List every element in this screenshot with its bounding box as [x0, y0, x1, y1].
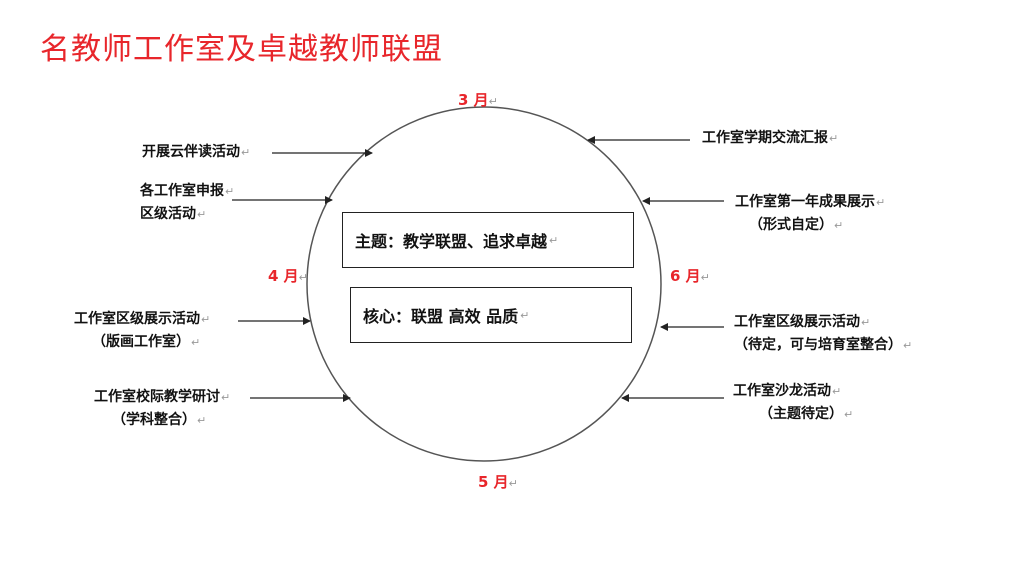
left-activity-2-line1: 各工作室申报: [140, 183, 224, 199]
left-activity-2: 各工作室申报↵ 区级活动↵: [140, 183, 235, 222]
right-activity-2: 工作室第一年成果展示↵ （形式自定）↵: [735, 194, 886, 233]
right-activity-1: 工作室学期交流汇报↵: [702, 130, 839, 146]
left-activity-4-line1: 工作室校际教学研讨: [94, 389, 220, 405]
month-left: 4 月↵: [268, 267, 308, 285]
right-activity-3-line2: （待定，可与培育室整合）: [734, 337, 902, 353]
core-text: 核心：联盟 高效 品质: [363, 307, 519, 326]
left-activity-3-line2: （版画工作室）: [92, 334, 190, 350]
left-activity-1-line1: 开展云伴读活动: [142, 144, 240, 160]
month-bottom: 5 月↵: [478, 473, 518, 491]
right-activity-2-line1: 工作室第一年成果展示: [735, 194, 875, 210]
left-activity-1: 开展云伴读活动↵: [142, 144, 251, 160]
right-activity-2-line2: （形式自定）: [749, 217, 833, 233]
month-top: 3 月↵: [458, 91, 498, 109]
right-activity-1-line1: 工作室学期交流汇报: [702, 130, 828, 146]
right-activity-4-line2: （主题待定）: [759, 406, 843, 422]
right-activity-4-line1: 工作室沙龙活动: [733, 383, 831, 399]
left-activity-4-line2: （学科整合）: [112, 412, 196, 428]
month-top-label: 3 月: [458, 91, 489, 109]
timeline-circle: [306, 106, 662, 462]
right-activity-3: 工作室区级展示活动↵ （待定，可与培育室整合）↵: [734, 314, 913, 353]
month-right: 6 月↵: [670, 267, 710, 285]
left-activity-3-line1: 工作室区级展示活动: [74, 311, 200, 327]
left-activity-2-line2: 区级活动: [140, 206, 196, 222]
month-right-label: 6 月: [670, 267, 701, 285]
right-activity-4: 工作室沙龙活动↵ （主题待定）↵: [733, 383, 854, 422]
page-title: 名教师工作室及卓越教师联盟: [40, 32, 443, 67]
theme-box: 主题：教学联盟、追求卓越↵: [342, 212, 634, 268]
month-bottom-label: 5 月: [478, 473, 509, 491]
theme-text: 主题：教学联盟、追求卓越: [355, 232, 548, 251]
core-box: 核心：联盟 高效 品质↵: [350, 287, 632, 343]
left-activity-4: 工作室校际教学研讨↵ （学科整合）↵: [94, 389, 231, 428]
right-activity-3-line1: 工作室区级展示活动: [734, 314, 860, 330]
left-activity-3: 工作室区级展示活动↵ （版画工作室）↵: [74, 311, 211, 350]
month-left-label: 4 月: [268, 267, 299, 285]
